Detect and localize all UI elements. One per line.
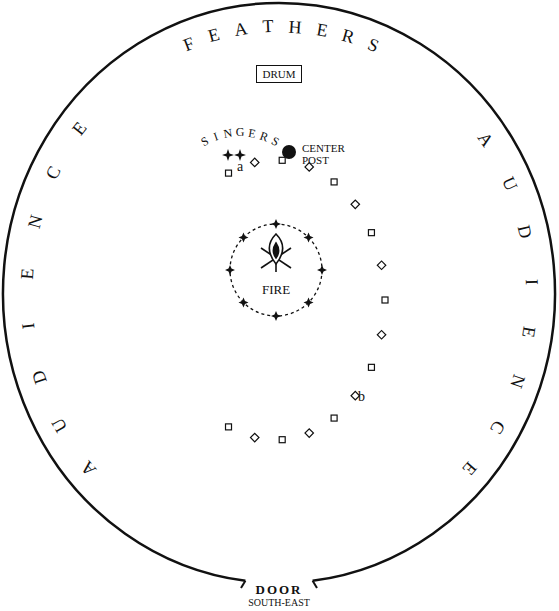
position-letter: b bbox=[358, 389, 365, 404]
dancer-mark bbox=[377, 331, 385, 339]
dancer-mark bbox=[368, 364, 374, 370]
ring-star bbox=[304, 232, 314, 242]
dancer-mark bbox=[382, 297, 388, 303]
dancer-mark bbox=[250, 158, 258, 166]
node-text: DRUM bbox=[262, 68, 295, 81]
ring-star bbox=[317, 265, 327, 275]
dancer-mark bbox=[351, 200, 359, 208]
door-jamb bbox=[241, 581, 245, 588]
dancer-mark bbox=[305, 429, 313, 437]
post-label: CENTER POST bbox=[302, 142, 360, 166]
ring-star bbox=[225, 265, 235, 275]
fire-ring-outline bbox=[230, 224, 322, 316]
singer-mark bbox=[222, 149, 234, 161]
dancer-mark bbox=[226, 424, 232, 430]
dancer-mark bbox=[331, 415, 337, 421]
dancer-mark bbox=[331, 179, 337, 185]
direction-label: SOUTH-EAST bbox=[248, 597, 310, 608]
ring-star bbox=[238, 298, 248, 308]
fire-circle: FIRE bbox=[228, 222, 324, 318]
position-letter: a bbox=[237, 159, 243, 174]
dance-path bbox=[226, 157, 388, 442]
dancer-mark bbox=[226, 170, 232, 176]
drum-box: DRUM bbox=[256, 65, 301, 84]
dancer-mark bbox=[279, 157, 285, 163]
dancer-mark bbox=[279, 437, 285, 443]
ring-star bbox=[304, 298, 314, 308]
door-jamb bbox=[313, 581, 317, 588]
dancer-mark bbox=[368, 230, 374, 236]
door-label: DOOR bbox=[256, 583, 303, 597]
lodge-wall bbox=[3, 3, 555, 581]
node-text: FIRE bbox=[228, 283, 324, 298]
ring-star bbox=[238, 232, 248, 242]
ring-star bbox=[271, 219, 281, 229]
dancer-mark bbox=[377, 261, 385, 269]
ring-star bbox=[271, 311, 281, 321]
fire-ring bbox=[228, 222, 324, 318]
fire-symbol bbox=[261, 234, 291, 272]
dancer-mark bbox=[250, 433, 258, 441]
